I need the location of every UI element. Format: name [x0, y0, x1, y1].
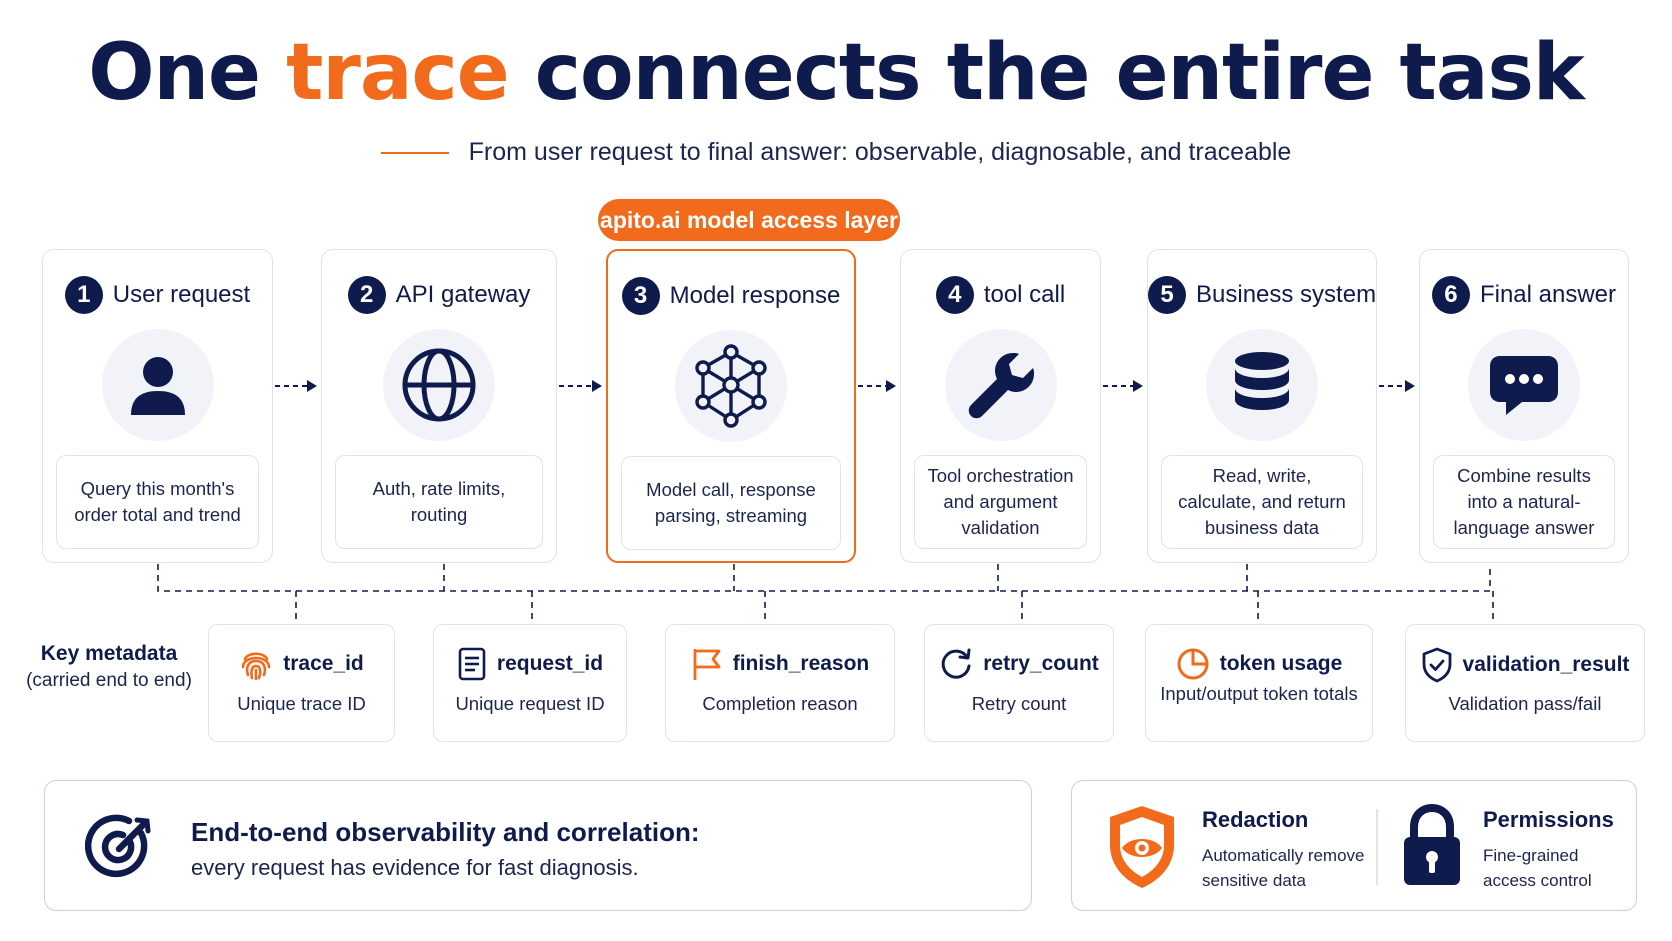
shield-check-icon [1422, 647, 1451, 683]
flow-arrow-5 [1379, 380, 1415, 392]
target-icon [85, 814, 151, 878]
step-header: 4 tool call [901, 276, 1100, 314]
step-header: 5 Business system [1148, 276, 1376, 314]
metadata-card-finish-reason: finish_reason Completion reason [665, 624, 895, 742]
step-number: 6 [1431, 276, 1470, 314]
metadata-header: token usage [1146, 647, 1372, 681]
metadata-description: Unique request ID [455, 693, 605, 714]
fingerprint-icon [241, 652, 271, 681]
flow-arrow-4 [1103, 380, 1143, 392]
metadata-header: validation_result [1406, 647, 1644, 683]
step-card-api-gateway: 2 API gateway Auth, rate limits, routing [321, 249, 557, 563]
pie-chart-icon [1177, 648, 1209, 680]
step-header: 6 Final answer [1420, 276, 1628, 314]
step-number: 1 [64, 276, 103, 314]
permissions-title: Permissions [1483, 807, 1614, 832]
flow-arrow-3 [858, 380, 896, 392]
step-card-tool-call: 4 tool call Tool orchestration and argume… [900, 249, 1101, 563]
step-header: 2 API gateway [322, 276, 556, 314]
step-description: Combine results into a natural-language … [1433, 455, 1615, 549]
subtitle: From user request to final answer: obser… [468, 138, 1292, 166]
flow-arrow-2 [559, 380, 602, 392]
step-description: Read, write, calculate, and return busin… [1161, 455, 1363, 549]
metadata-header: retry_count [925, 647, 1113, 681]
step-card-final-answer: 6 Final answer Combine results into a nat… [1419, 249, 1629, 563]
step-title: API gateway [395, 281, 531, 308]
metadata-card-request-id: request_id Unique request ID [433, 624, 627, 742]
database-icon [1206, 329, 1318, 441]
step-title: User request [112, 281, 251, 308]
permissions-description: Fine-grained access control [1483, 846, 1592, 890]
page-title: One trace connects the entire task [0, 28, 1672, 118]
metadata-card-retry-count: retry_count Retry count [924, 624, 1114, 742]
step-description: Auth, rate limits, routing [335, 455, 543, 549]
step-card-business-system: 5 Business system Read, write, calculate,… [1147, 249, 1377, 563]
lock-icon [1404, 803, 1460, 885]
step-description: Tool orchestration and argument validati… [914, 455, 1087, 549]
metadata-name: finish_reason [732, 652, 870, 675]
title-accent: trace [286, 28, 510, 118]
step-number: 3 [621, 277, 660, 315]
step-description: Model call, response parsing, streaming [621, 456, 841, 550]
panel-divider [1376, 809, 1378, 885]
step-header: 3 Model response [608, 277, 854, 315]
redaction-title: Redaction [1202, 807, 1309, 832]
metadata-description: Unique trace ID [237, 693, 366, 714]
step-number: 2 [347, 276, 386, 314]
wrench-icon [944, 329, 1057, 441]
step-description: Query this month's order total and trend [56, 455, 259, 549]
step-title: tool call [983, 281, 1066, 308]
step-number: 5 [1148, 276, 1186, 314]
metadata-heading: Key metadata (carried end to end) [14, 642, 204, 692]
layer-pill: apito.ai model access layer [598, 199, 900, 241]
step-title: Final answer [1479, 281, 1617, 308]
metadata-description: Validation pass/fail [1448, 693, 1602, 714]
redaction-description: Automatically remove sensitive data [1202, 846, 1365, 890]
metadata-name: token usage [1219, 652, 1343, 675]
metadata-subtitle: (carried end to end) [26, 670, 192, 691]
subtitle-row: From user request to final answer: obser… [0, 138, 1672, 167]
observability-panel: End-to-end observability and correlation… [44, 780, 1032, 911]
flow-arrow-1 [275, 380, 317, 392]
metadata-name: trace_id [283, 652, 364, 675]
metadata-name: request_id [496, 652, 604, 675]
flag-icon [693, 649, 721, 680]
metadata-name: validation_result [1462, 653, 1630, 676]
title-post: connects the entire task [508, 28, 1585, 118]
security-panel: Redaction Automatically remove sensitive… [1071, 780, 1637, 911]
step-title: Business system [1196, 281, 1377, 308]
globe-icon [383, 329, 495, 441]
metadata-name: retry_count [983, 652, 1099, 675]
metadata-card-token-usage: token usage Input/output token totals [1145, 624, 1373, 742]
subtitle-accent-line [380, 151, 449, 154]
metadata-description: Input/output token totals [1160, 683, 1358, 704]
metadata-title: Key metadata [40, 642, 178, 665]
metadata-description: Completion reason [702, 693, 858, 714]
eye-shield-icon [1110, 806, 1174, 888]
metadata-card-validation-result: validation_result Validation pass/fail [1405, 624, 1645, 742]
step-card-user-request: 1 User request Query this month's order t… [42, 249, 273, 563]
network-icon [675, 330, 787, 442]
metadata-card-trace-id: trace_id Unique trace ID [208, 624, 395, 742]
step-title: Model response [669, 282, 841, 309]
chat-icon [1468, 329, 1580, 441]
metadata-header: request_id [434, 647, 626, 681]
metadata-header: finish_reason [666, 647, 894, 681]
step-number: 4 [935, 276, 974, 314]
step-card-model-response: 3 Model response Model call, response par… [606, 249, 856, 563]
metadata-description: Retry count [971, 693, 1067, 714]
metadata-header: trace_id [209, 647, 394, 681]
retry-icon [941, 648, 971, 679]
title-pre: One [88, 28, 287, 118]
document-icon [458, 647, 486, 681]
step-header: 1 User request [43, 276, 272, 314]
observability-subtitle: every request has evidence for fast diag… [191, 855, 639, 880]
observability-title: End-to-end observability and correlation… [191, 817, 700, 847]
user-icon [101, 329, 214, 441]
